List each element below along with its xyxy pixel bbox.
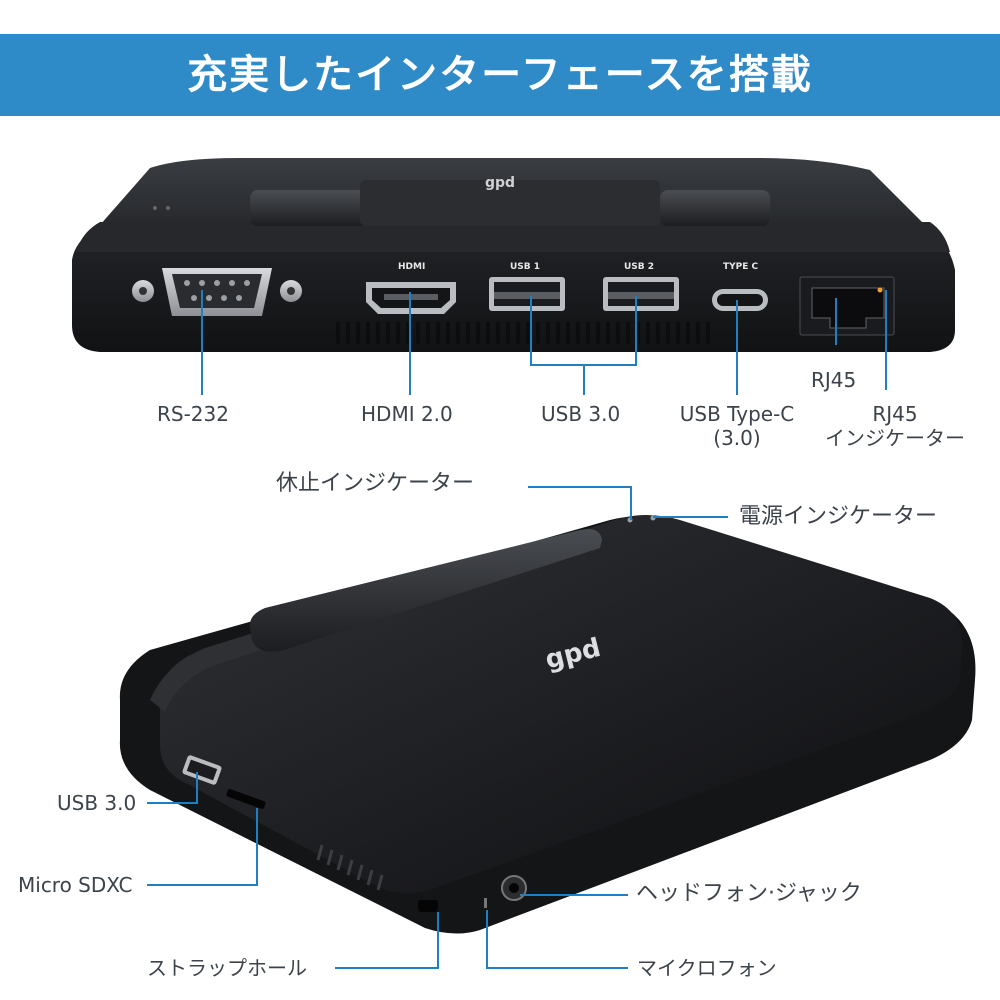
hdmi-port-marking: HDMI: [398, 262, 426, 272]
callout-microphone: マイクロフォン: [637, 956, 777, 980]
callout-typec-line2: (3.0): [713, 426, 761, 450]
callout-rj45-indicator-line2: インジケーター: [825, 426, 965, 450]
callout-usb30-side: USB 3.0: [57, 791, 137, 815]
callout-rj45-indicator-line1: RJ45: [872, 402, 918, 426]
title-banner: 充実したインターフェースを搭載: [0, 34, 1000, 116]
callout-usb30-back: USB 3.0: [541, 402, 621, 426]
callout-power-indicator: 電源インジケーター: [739, 504, 938, 529]
brand-logo-top: gpd: [485, 175, 515, 191]
callout-strap-hole: ストラップホール: [147, 956, 307, 980]
callout-typec: USB Type-C (3.0): [672, 402, 802, 450]
callout-rj45-indicator: RJ45 インジケーター: [815, 402, 975, 450]
callout-lines: [147, 290, 887, 969]
page-title: 充実したインターフェースを搭載: [187, 52, 813, 98]
callout-rj45: RJ45: [811, 368, 857, 392]
rs232-port-icon: [132, 268, 302, 316]
callout-headphone-jack: ヘッドフォン·ジャック: [636, 881, 862, 906]
usb2-port-marking: USB 2: [624, 262, 655, 272]
callout-rs232: RS-232: [157, 402, 229, 426]
callout-hdmi: HDMI 2.0: [361, 402, 453, 426]
side-view-device: gpd: [119, 515, 976, 934]
usb1-port-marking: USB 1: [510, 262, 541, 272]
back-panel-device: gpd: [72, 158, 955, 352]
typec-port-marking: TYPE C: [723, 262, 759, 272]
callout-sleep-indicator: 休止インジケーター: [276, 471, 475, 496]
callout-typec-line1: USB Type-C: [679, 402, 795, 426]
callout-microsd: Micro SDXC: [18, 873, 133, 897]
